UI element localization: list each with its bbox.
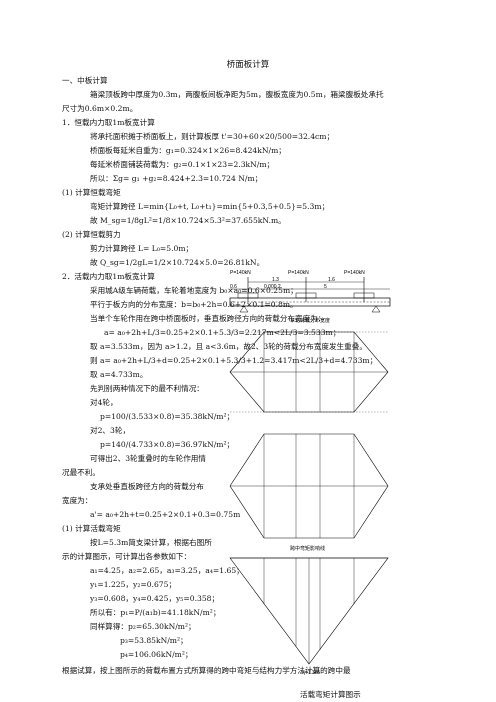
live-load-moment-figure: P=140kN P=140kN P=140kN 1.3 1.6 0.6 0.00… — [224, 266, 394, 681]
dimension-label: 5 — [324, 284, 327, 290]
load-label-2: P=140kN — [288, 270, 309, 276]
text-line: 取 a=4.733m。 — [90, 370, 148, 379]
text-line: 先判别两种情况下的最不利情况： — [90, 384, 204, 393]
text-line: 当单个车轮作用在跨中桥面板时，垂直板跨径方向的荷载分布宽度为： — [90, 314, 326, 323]
load-label-1: P=140kN — [230, 270, 251, 276]
wheel-load-block — [295, 292, 317, 299]
text-line: 箱梁顶板跨中厚度为0.3m，两腹板间板净距为5m，腹板宽度为0.5m，箱梁腹板处… — [90, 90, 384, 99]
text-line: (1) 计算活载弯矩 — [62, 524, 121, 533]
dimension-label: 0.000.2 — [264, 284, 281, 290]
text-line: 对2、3轮， — [90, 426, 131, 435]
text-line: 剪力计算跨径 L= L₀=5.0m； — [90, 244, 194, 253]
wheel-load-block — [353, 292, 375, 299]
dimension-label: 1.6 — [328, 277, 335, 283]
text-line: 示的计算图示，可计算出各参数如下： — [62, 552, 192, 561]
text-line: 尺寸为0.6m×0.2m。 — [62, 104, 138, 113]
support-left — [239, 305, 249, 313]
text-line: 平行于板方向的分布宽度：b=b₀+2h=0.6+2×0.1=0.8m。 — [90, 300, 298, 309]
text-line: p₄=106.06kN/m²； — [120, 650, 193, 659]
text-line: y₁=1.225，y₂=0.675； — [90, 580, 177, 589]
wheel-load-block — [237, 292, 259, 299]
text-line: p=100/(3.533×0.8)=35.38kN/m²； — [100, 412, 235, 421]
text-line: 一、中板计算 — [62, 76, 108, 85]
section-label-influence: 跨中弯矩影响线 — [290, 545, 325, 552]
text-line: p=140/(4.733×0.8)=36.97kN/m²； — [100, 440, 235, 449]
text-line: p₃=53.85kN/m²； — [120, 636, 188, 645]
figure-caption: 活载弯矩计算图示 — [300, 690, 361, 699]
text-line: (2) 计算恒载剪力 — [62, 230, 121, 239]
text-line: 况最不利。 — [62, 468, 100, 477]
text-line: 桥面板每延米自重为：g₁=0.324×1×26=8.424kN/m； — [90, 146, 286, 155]
text-line: 取 a=3.533m，因为 a>1.2，且 a<3.6m，故2、3轮的荷载分布宽… — [90, 342, 367, 351]
text-line: y₃=0.608，y₄=0.425，y₅=0.358； — [90, 594, 220, 603]
text-line: 弯矩计算跨径 L=min{L₀+t, L₀+t₁}=min{5+0.3,5+0.… — [90, 202, 330, 211]
text-line: 则 a= a₀+2h+L/3+d=0.25+2×0.1+5.3/3+1.2=3.… — [90, 356, 378, 365]
text-line: 可得出2、3轮重叠时的车轮作用情 — [90, 454, 206, 463]
text-line: 2．活载内力取1m板宽计算 — [62, 272, 155, 281]
text-line: 故 Q_sg=1/2gL=1/2×10.724×5.0=26.81kN。 — [90, 258, 265, 267]
text-line: 根据试算，按上图所示的荷载布置方式所算得的跨中弯矩与结构力学方法计算的跨中最 — [62, 666, 351, 675]
text-line: 所以有：p₁=P/(a₁b)=41.18kN/m²； — [90, 608, 221, 617]
text-line: a'= a₀+2h+t=0.25+2×0.1+0.3=0.75m — [90, 510, 241, 519]
text-line: 所以：Σg= g₁ +g₂=8.424+2.3=10.724 N/m； — [90, 174, 263, 183]
dimension-label: 0.6 — [230, 284, 237, 290]
beam — [229, 297, 391, 307]
text-line: 对4轮， — [90, 398, 118, 407]
text-line: 宽度为： — [62, 496, 93, 505]
text-line: 按L=5.3m简支梁计算，根据右图所 — [90, 538, 212, 547]
text-line: (1) 计算恒载弯矩 — [62, 188, 121, 197]
text-line: 1．恒载内力取1m板宽计算 — [62, 118, 155, 127]
support-right — [371, 305, 381, 313]
dimension-label: 1.3 — [272, 277, 279, 283]
text-line: 采用城A级车辆荷载，车轮着地宽度为 b₀×a₀=0.6×0.25m； — [90, 286, 298, 295]
text-line: 将承托面积摊于桥面板上，则计算板厚 t'=30+60×20/500=32.4cm… — [90, 132, 335, 141]
influence-max-label: η=1.325 — [302, 670, 320, 676]
text-line: 故 M_sg=1/8gL²=1/8×10.724×5.3²=37.655kN.m… — [90, 216, 286, 225]
text-line: 支承处垂直板跨径方向的荷载分布 — [90, 482, 204, 491]
section-label-distribution: 车轮荷载分布宽度 — [290, 317, 330, 324]
text-line: a= a₀+2h+L/3=0.25+2×0.1+5.3/3=2.217m<2L/… — [104, 328, 341, 337]
page-title: 桥面板计算 — [226, 60, 270, 70]
text-line: a₁=4.25，a₂=2.65，a₃=3.25，a₄=1.65； — [90, 566, 244, 575]
text-line: 同样算得：p₂=65.30kN/m²； — [90, 622, 196, 631]
figure-drawing: P=140kN P=140kN P=140kN 1.3 1.6 0.6 0.00… — [229, 270, 391, 676]
load-label-3: P=140kN — [344, 270, 365, 276]
text-line: 每延米桥面铺装荷载为：g₂=0.1×1×23=2.3kN/m； — [90, 160, 275, 169]
